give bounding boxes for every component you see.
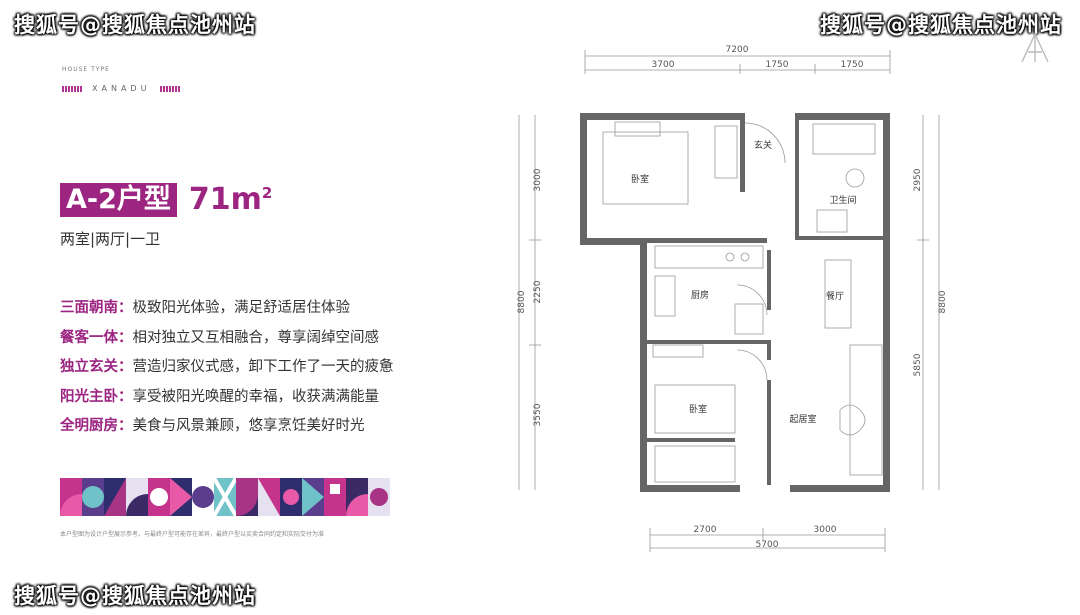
house-type-label: HOUSE TYPE [62,66,110,73]
feature-desc: 极致阳光体验，满足舒适居住体验 [132,300,351,316]
disclaimer-text: 本户型图为设计户型展示参考。与最终户型可能存在差异，最终户型以买卖合同约定和实际… [60,531,325,538]
brand-bar-left [62,85,82,92]
dim-left-b: 2250 [533,280,543,303]
decorative-pattern [60,478,390,516]
dim-bottom-total: 5700 [756,540,779,550]
dimension-bottom: 2700 3000 5700 [649,525,886,552]
dimension-right: 2950 5850 8800 [913,115,948,490]
feature-desc: 营造归家仪式感，卸下工作了一天的疲惫 [132,359,394,375]
room-dining: 餐厅 [826,290,844,302]
room-bathroom: 卫生间 [829,194,856,206]
feature-item: 三面朝南： 极致阳光体验，满足舒适居住体验 [60,298,394,328]
feature-item: 阳光主卧： 享受被阳光唤醒的幸福，收获满满能量 [60,387,394,417]
feature-list: 三面朝南： 极致阳光体验，满足舒适居住体验 餐客一体： 相对独立又互相融合，尊享… [60,298,394,446]
feature-title: 阳光主卧： [60,388,133,405]
dim-right-total: 8800 [938,290,948,313]
brand-row: XANADU [62,84,181,93]
brand-bar-right [160,85,181,92]
feature-desc: 美食与风景兼顾，悠享烹饪美好时光 [132,418,365,434]
dim-right-a: 2950 [913,168,923,191]
room-bedroom-bottom: 卧室 [689,403,707,415]
dim-left-a: 3000 [533,168,543,191]
dim-top-c: 1750 [841,60,864,70]
room-living: 起居室 [789,413,816,425]
dim-left-c: 3550 [533,403,543,426]
dimension-top: 7200 3700 1750 1750 [584,45,891,74]
dim-bottom-a: 2700 [694,525,717,535]
floor-plan: 7200 3700 1750 1750 2700 3000 5700 3000 … [517,45,948,552]
dim-top-total: 7200 [726,45,749,55]
unit-area-sup: 2 [261,184,273,202]
walls [580,113,890,492]
brand-name: XANADU [92,84,151,93]
dimension-left: 3000 2250 3550 8800 [517,115,543,490]
unit-area-value: 71m [188,182,262,217]
watermark-top-right: 搜狐号@搜狐焦点池州站 [820,13,1062,37]
feature-title: 餐客一体： [60,329,133,346]
watermark-bottom-left: 搜狐号@搜狐焦点池州站 [14,584,256,608]
feature-desc: 享受被阳光唤醒的幸福，收获满满能量 [132,388,380,405]
feature-title: 全明厨房： [60,418,133,434]
feature-title: 三面朝南： [60,300,133,316]
dim-right-b: 5850 [913,353,923,376]
feature-desc: 相对独立又互相融合，尊享阔绰空间感 [132,329,380,346]
watermark-top-left: 搜狐号@搜狐焦点池州站 [14,13,256,37]
feature-title: 独立玄关： [60,359,133,375]
feature-item: 独立玄关： 营造归家仪式感，卸下工作了一天的疲惫 [60,357,394,387]
unit-layout-summary: 两室|两厅|一卫 [60,230,161,248]
room-kitchen: 厨房 [691,289,709,301]
unit-area: 71m2 [189,182,272,217]
feature-item: 餐客一体： 相对独立又互相融合，尊享阔绰空间感 [60,328,394,358]
dim-top-b: 1750 [766,60,789,70]
dim-bottom-b: 3000 [814,525,837,535]
room-entrance: 玄关 [754,139,772,151]
fixtures [602,121,883,483]
unit-type-badge: A-2户型 [60,182,177,217]
dim-top-a: 3700 [652,60,675,70]
feature-item: 全明厨房： 美食与风景兼顾，悠享烹饪美好时光 [60,416,394,446]
unit-title-row: A-2户型 71m2 [60,182,272,217]
brand-logo-icon [1021,32,1049,63]
dim-left-total: 8800 [517,290,527,313]
room-bedroom-top: 卧室 [631,173,649,185]
